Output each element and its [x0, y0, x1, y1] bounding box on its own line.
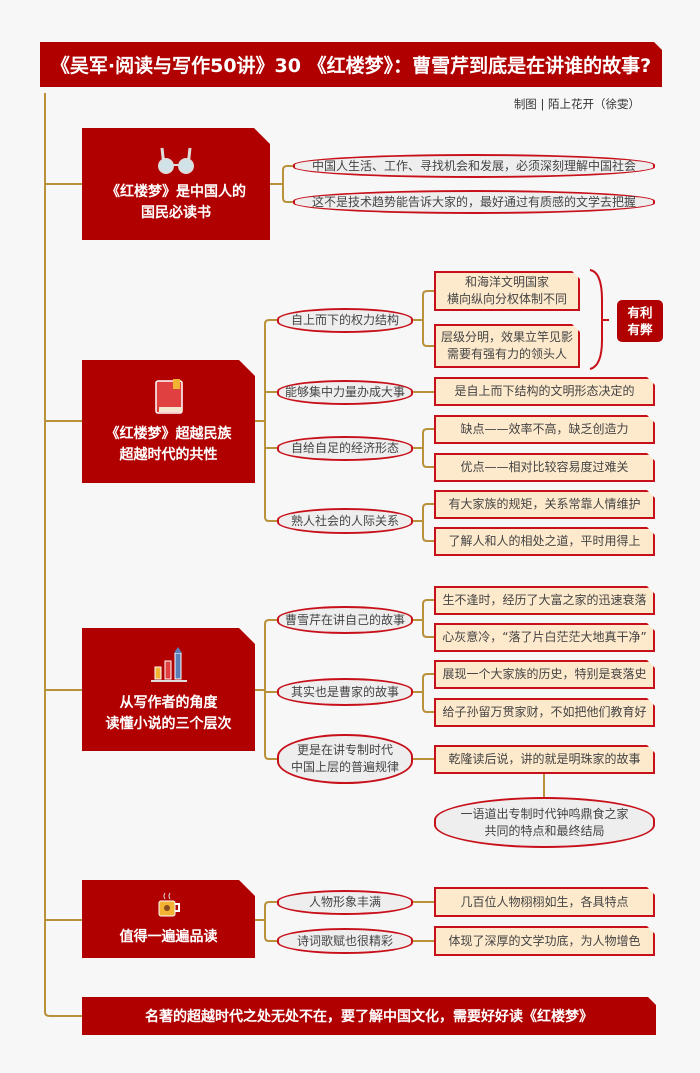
detail: 和海洋文明国家 横向纵向分权体制不同: [434, 271, 580, 311]
category-title: 值得一遍遍品读: [119, 928, 218, 945]
coffee-cup-icon: [155, 891, 183, 919]
detail: 给子孙留万贯家财，不如把他们教育好: [434, 698, 655, 727]
category-universal-traits: 《红楼梦》超越民族 超越时代的共性: [82, 360, 255, 483]
book-icon: [153, 378, 185, 416]
category-title: 《红楼梦》超越民族 超越时代的共性: [105, 425, 232, 463]
detail: 体现了深厚的文学功底，为人物增色: [434, 926, 655, 956]
point: 这不是技术趋势能告诉大家的，最好通过有质感的文学去把握: [293, 190, 655, 214]
detail: 层级分明，效果立竿见影 需要有强有力的领头人: [434, 324, 580, 368]
detail: 优点——相对比较容易度过难关: [434, 453, 655, 482]
category-three-levels: 从写作者的角度 读懂小说的三个层次: [82, 628, 255, 751]
conclusion: 一语道出专制时代钟鸣鼎食之家 共同的特点和最终结局: [434, 797, 655, 848]
detail: 心灰意冷，“落了片白茫茫大地真干净”: [434, 623, 655, 652]
detail: 几百位人物栩栩如生，各具特点: [434, 887, 655, 917]
category-worth-rereading: 值得一遍遍品读: [82, 880, 255, 958]
pros-cons-tag: 有利 有弊: [617, 300, 663, 342]
point: 中国人生活、工作、寻找机会和发展，必须深刻理解中国社会: [293, 154, 655, 178]
category-title: 从写作者的角度 读懂小说的三个层次: [105, 694, 232, 732]
detail: 缺点——效率不高，缺乏创造力: [434, 415, 655, 444]
detail: 是自上而下结构的文明形态决定的: [434, 377, 655, 406]
topic: 自给自足的经济形态: [277, 436, 413, 461]
detail: 生不逢时，经历了大富之家的迅速衰落: [434, 586, 655, 615]
glasses-icon: [156, 144, 196, 174]
category-title: 《红楼梦》是中国人的 国民必读书: [106, 184, 246, 221]
detail: 了解人和人的相处之道，平时用得上: [434, 527, 655, 556]
category-national-must-read: 《红楼梦》是中国人的 国民必读书: [82, 128, 270, 240]
topic: 更是在讲专制时代 中国上层的普遍规律: [277, 734, 413, 784]
detail: 展现一个大家族的历史，特别是衰落史: [434, 660, 655, 689]
detail: 乾隆读后说，讲的就是明珠家的故事: [434, 745, 655, 774]
topic: 能够集中力量办成大事: [277, 380, 413, 405]
topic: 熟人社会的人际关系: [277, 508, 413, 534]
detail: 有大家族的规矩，关系常靠人情维护: [434, 490, 655, 519]
bar-chart-icon: [149, 645, 189, 685]
page-title: 《吴军·阅读与写作50讲》30 《红楼梦》：曹雪芹到底是在讲谁的故事?: [40, 42, 662, 87]
topic: 诗词歌赋也很精彩: [277, 928, 413, 954]
topic: 人物形象丰满: [277, 890, 413, 915]
topic: 曹雪芹在讲自己的故事: [277, 606, 413, 634]
topic: 其实也是曹家的故事: [277, 678, 413, 706]
topic: 自上而下的权力结构: [277, 308, 413, 333]
footer-summary: 名著的超越时代之处无处不在，要了解中国文化，需要好好读《红楼梦》: [82, 997, 656, 1035]
credit-text: 制图 | 陌上花开（徐雯）: [513, 97, 640, 111]
